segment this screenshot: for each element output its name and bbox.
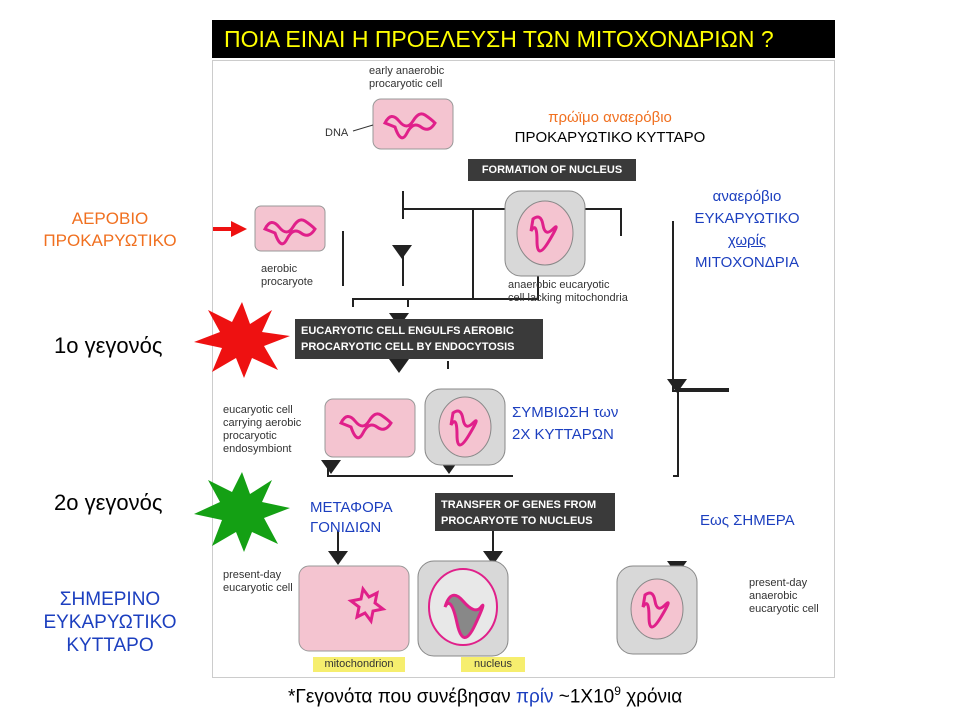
label-present-aerobic: present-day eucaryotic cell <box>223 569 293 594</box>
engulfs-banner <box>295 319 543 359</box>
label-carrying: eucaryotic cell carrying aerobic procary… <box>223 404 302 455</box>
figure-drawing <box>213 98 729 657</box>
label-early: early anaerobic procaryotic cell <box>369 65 445 90</box>
label-dna: DNA <box>325 127 349 139</box>
label-today-cell: ΣΗΜΕΡΙΝΟ ΕΥΚΑΡΥΩΤΙΚΟ ΚΥΤΤΑΡΟ <box>43 589 177 656</box>
aerobic-cell <box>254 205 326 252</box>
label-aerobic-greek: ΑΕΡΟΒΙΟ ΠΡΟΚΑΡΥΩΤΙΚΟ <box>43 209 177 250</box>
label-aerobic: aerobic procaryote <box>261 263 313 288</box>
annotation-anaerobic: αναερόβιο ΕΥΚΑΡΥΩΤΙΚΟ χωρίς ΜΙΤΟΧΟΝΔΡΙΑ <box>694 188 800 271</box>
annotation-until-today: Εως ΣΗΜΕΡΑ <box>700 512 795 529</box>
label-anaerobic-euc: anaerobic eucaryotic cell lacking mitoch… <box>508 279 628 304</box>
red-arrow-icon <box>213 221 247 237</box>
figure-panel: early anaerobic procaryotic cell DNA FOR… <box>212 60 835 678</box>
arrowheads <box>321 245 687 575</box>
label-present-anaerobic: present-day anaerobic eucaryotic cell <box>749 577 819 615</box>
label-mitochondrion: mitochondrion <box>313 657 405 672</box>
label-nucleus: nucleus <box>461 657 525 672</box>
annotation-transfer: ΜΕΤΑΦΟΡΑ ΓΟΝΙΔΙΩΝ <box>310 499 393 536</box>
label-formation: FORMATION OF NUCLEUS <box>481 164 623 176</box>
transfer-banner <box>435 493 615 531</box>
page-title: ΠΟΙΑ ΕΙΝΑΙ Η ΠΡΟΕΛΕΥΣΗ ΤΩΝ ΜΙΤΟΧΟΝΔΡΙΩΝ … <box>212 20 835 58</box>
green-starburst-icon <box>194 472 290 552</box>
label-engulfs: EUCARYOTIC CELL ENGULFS AEROBIC PROCARYO… <box>301 325 515 353</box>
label-transfer: TRANSFER OF GENES FROM PROCARYOTE TO NUC… <box>441 499 597 527</box>
mitochondrion-cell <box>298 565 410 652</box>
label-event2: 2ο γεγονός <box>54 490 163 515</box>
label-event1: 1ο γεγονός <box>54 333 163 358</box>
annotation-symbiosis: ΣΥΜΒΙΩΣΗ των 2Χ ΚΥΤΤΑΡΩΝ <box>512 404 619 443</box>
early-cell <box>372 98 454 150</box>
footnote: *Γεγονότα που συνέβησαν πρίν ~1Χ109 χρόν… <box>288 684 683 708</box>
red-starburst-icon <box>194 302 290 378</box>
early-dna <box>382 112 437 140</box>
endosymbiont-cell <box>324 398 416 458</box>
annotation-early: πρώϊμο αναερόβιο ΠΡΟΚΑΡΥΩΤΙΚΟ ΚΥΤΤΑΡΟ <box>514 109 706 146</box>
formation-banner <box>468 159 636 181</box>
